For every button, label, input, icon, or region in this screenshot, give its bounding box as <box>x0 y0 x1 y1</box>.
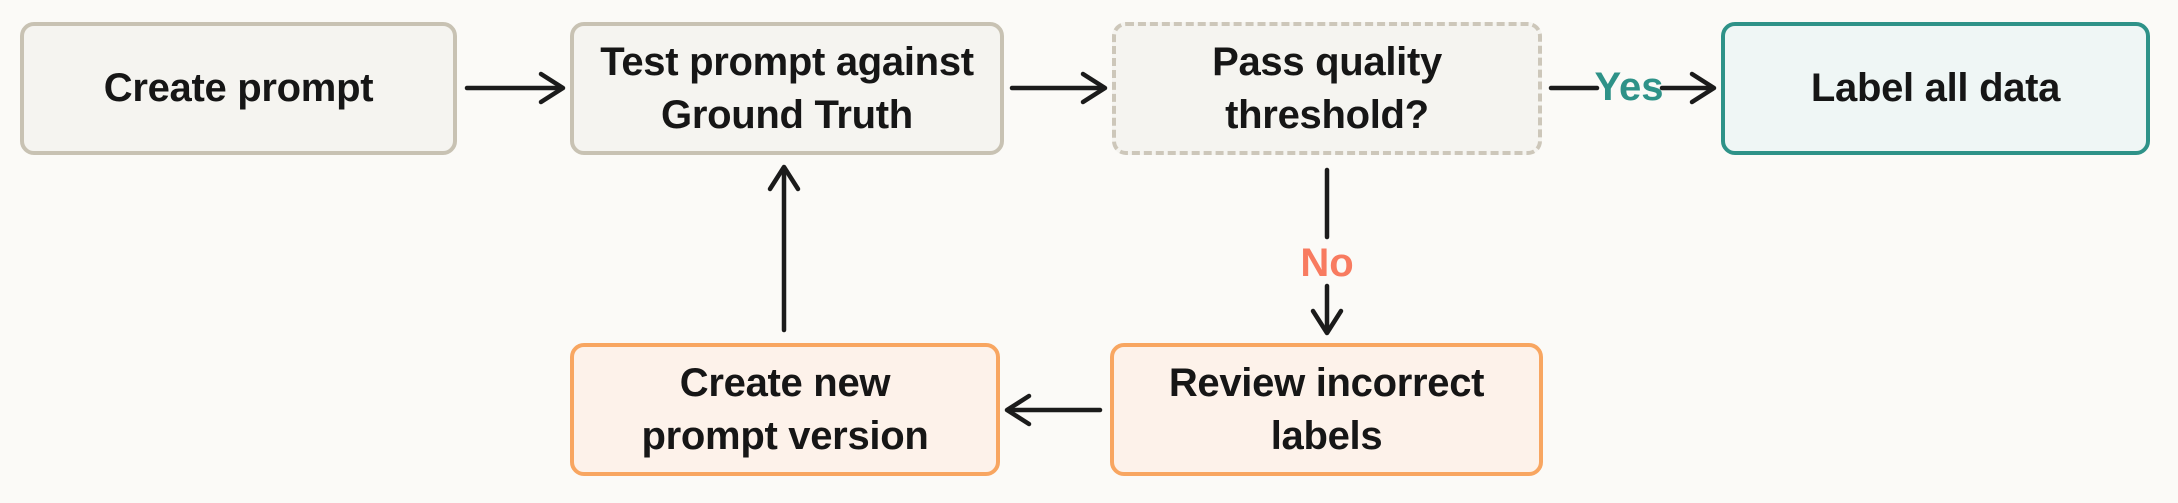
edge-label-no: No <box>1300 241 1354 285</box>
node-create-prompt: Create prompt <box>20 22 457 155</box>
arrow-yes-to-label-all-data <box>1548 71 1717 105</box>
edge-label-yes: Yes <box>1594 65 1664 109</box>
arrow-test-to-threshold <box>1009 71 1108 105</box>
arrow-create-to-test <box>464 71 566 105</box>
node-label-all-data: Label all data <box>1721 22 2150 155</box>
arrow-no-to-review-labels <box>1310 167 1344 336</box>
arrow-create-new-to-test <box>767 164 801 333</box>
arrow-review-to-create-new <box>1004 393 1103 427</box>
